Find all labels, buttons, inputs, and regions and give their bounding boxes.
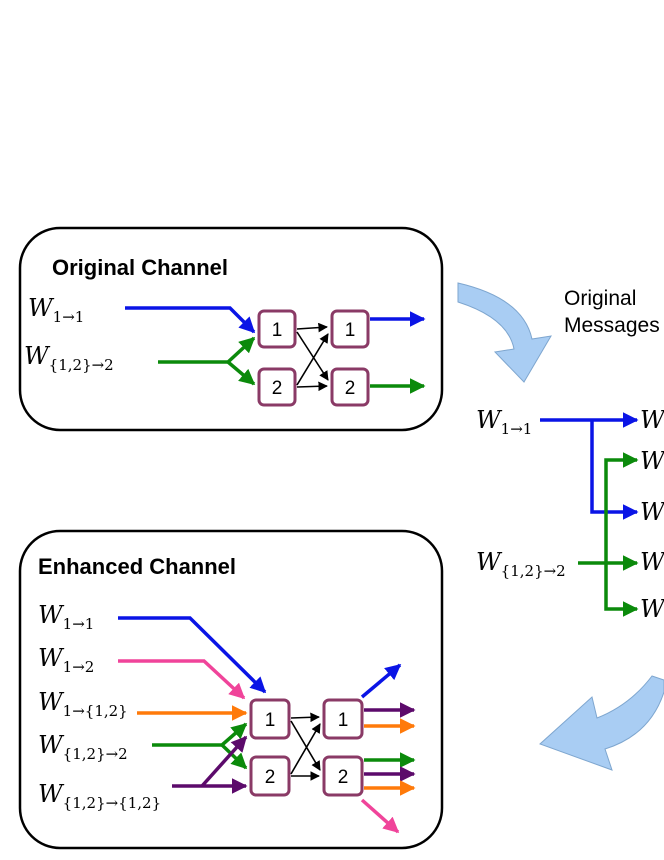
- mapping-source-w122: W{1,2}→2: [476, 548, 566, 580]
- message-mapping: Original Messages W1→1 W{1,2}→2 W W W W …: [476, 287, 664, 623]
- mapping-output-4: W: [640, 548, 664, 576]
- mapping-output-5: W: [640, 595, 664, 623]
- enh-input-w11-label: W1→1: [38, 601, 94, 633]
- enh-rx-node-2-label: 2: [338, 767, 349, 788]
- enh-input-w12-label: W1→2: [38, 644, 94, 676]
- enh-link-1-2: [290, 720, 321, 771]
- orig-rx-node-2-label: 2: [345, 378, 356, 399]
- enh-input-w1-12-label: W1→{1,2}: [38, 688, 128, 720]
- mapping-output-3: W: [640, 498, 664, 526]
- enh-rx-node-1: [322, 698, 364, 740]
- enh-link-1-1: [290, 712, 320, 723]
- enh-output-rx1-blue: [360, 663, 402, 699]
- mapping-green-branch-down: [604, 563, 639, 617]
- orig-rx-node-2: [330, 367, 370, 407]
- enh-output-rx2-pink: [360, 798, 400, 834]
- curved-arrow-left-icon: [539, 675, 664, 771]
- enh-tx-node-1-label: 1: [265, 710, 276, 731]
- enhanced-channel-panel: Enhanced Channel W1→1 W1→2 W1→{1,2} W{1,…: [18, 529, 444, 850]
- orig-input-w122-label: W{1,2}→2: [24, 342, 114, 374]
- enh-rx-node-1-label: 1: [338, 710, 349, 731]
- curved-arrow-down-icon: [457, 282, 552, 383]
- enh-rx-node-2: [322, 755, 364, 797]
- orig-link-1-1: [296, 322, 328, 333]
- enhanced-channel-title: Enhanced Channel: [38, 554, 236, 579]
- orig-tx-node-1-label: 1: [272, 320, 283, 341]
- mapping-green-branch-up: [604, 452, 639, 563]
- original-channel-panel: Original Channel W1→1 W{1,2}→2 1 2 1 2: [18, 226, 444, 432]
- orig-tx-node-2: [257, 367, 297, 407]
- enh-tx-node-1: [249, 698, 291, 740]
- orig-tx-node-1: [257, 309, 297, 349]
- orig-link-1-2: [296, 331, 329, 381]
- enh-tx-node-2-label: 2: [265, 767, 276, 788]
- orig-w11-wire: [125, 306, 256, 334]
- orig-input-w11-label: W1→1: [28, 294, 84, 326]
- orig-link-2-1: [296, 333, 329, 386]
- orig-rx-node-1-label: 1: [345, 320, 356, 341]
- orig-rx-node-1: [330, 309, 370, 349]
- orig-link-2-2: [296, 381, 328, 392]
- original-channel-title: Original Channel: [52, 255, 228, 280]
- enh-input-w12-2-label: W{1,2}→2: [38, 731, 128, 763]
- enh-tx-node-2: [249, 755, 291, 797]
- enh-w11-wire: [118, 616, 267, 694]
- enh-link-2-1: [290, 723, 321, 775]
- mapping-output-1: W: [640, 406, 664, 434]
- orig-w122-wire-to-2: [226, 360, 256, 386]
- orig-tx-node-2-label: 2: [272, 378, 283, 399]
- mapping-caption-line1: Original: [564, 287, 636, 310]
- enh-w12-12-wire-to-1: [200, 735, 248, 788]
- mapping-caption-line2: Messages: [564, 314, 660, 337]
- mapping-output-2: W: [640, 447, 664, 475]
- enh-w12-wire: [118, 659, 246, 700]
- enh-w12-2-wire-to-2: [220, 743, 248, 770]
- enh-input-w12-12-label: W{1,2}→{1,2}: [38, 780, 161, 812]
- mapping-source-w11: W1→1: [476, 406, 532, 438]
- mapping-blue-branch-2: [590, 420, 639, 520]
